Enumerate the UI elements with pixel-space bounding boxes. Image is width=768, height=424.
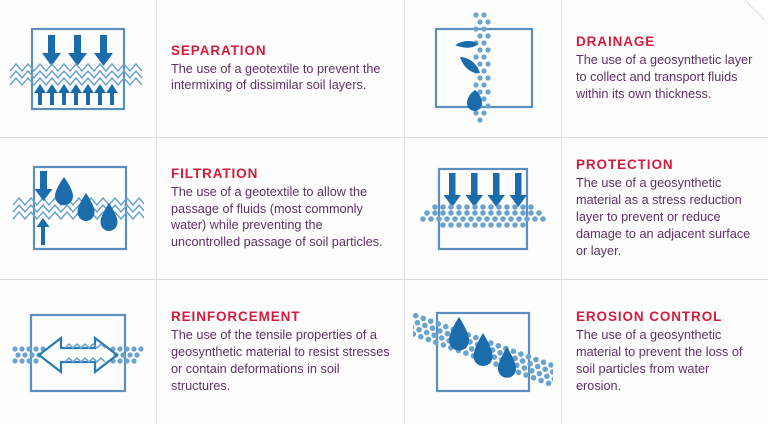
protection-icon — [420, 167, 546, 250]
function-title: SEPARATION — [171, 42, 267, 58]
separation-text-cell: SEPARATION The use of a geotextile to pr… — [157, 0, 405, 138]
filtration-text-cell: FILTRATION The use of a geotextile to al… — [157, 138, 405, 280]
drainage-icon-cell — [405, 0, 562, 138]
function-title: REINFORCEMENT — [171, 309, 301, 325]
drainage-icon — [434, 12, 534, 123]
erosion-control-icon — [413, 311, 553, 393]
function-description: The use of a geosynthetic material to pr… — [576, 328, 743, 393]
erosion-control-icon-cell — [405, 280, 562, 424]
function-description: The use of a geotextile to allow the pas… — [171, 184, 383, 250]
reinforcement-icon-cell — [0, 280, 157, 424]
protection-icon-cell — [405, 138, 562, 280]
filtration-icon-cell — [0, 138, 157, 280]
function-description: The use of a geosynthetic layer to colle… — [576, 53, 753, 101]
function-description: The use of a geotextile to prevent the i… — [171, 61, 381, 93]
filtration-icon — [12, 165, 144, 250]
function-title: PROTECTION — [576, 157, 674, 173]
function-description: The use of the tensile properties of a g… — [171, 328, 390, 393]
erosion-control-text-cell: EROSION CONTROL The use of a geosyntheti… — [562, 280, 768, 424]
drainage-text-cell: DRAINAGE The use of a geosynthetic layer… — [562, 0, 768, 138]
separation-icon-cell — [0, 0, 157, 138]
protection-text-cell: PROTECTION The use of a geosynthetic mat… — [562, 138, 768, 280]
function-title: FILTRATION — [171, 165, 259, 181]
function-description: The use of a geosynthetic material as a … — [576, 176, 751, 258]
reinforcement-icon — [12, 313, 144, 392]
function-title: DRAINAGE — [576, 34, 656, 50]
separation-icon — [9, 27, 143, 110]
reinforcement-text-cell: REINFORCEMENT The use of the tensile pro… — [157, 280, 405, 424]
function-title: EROSION CONTROL — [576, 309, 723, 325]
